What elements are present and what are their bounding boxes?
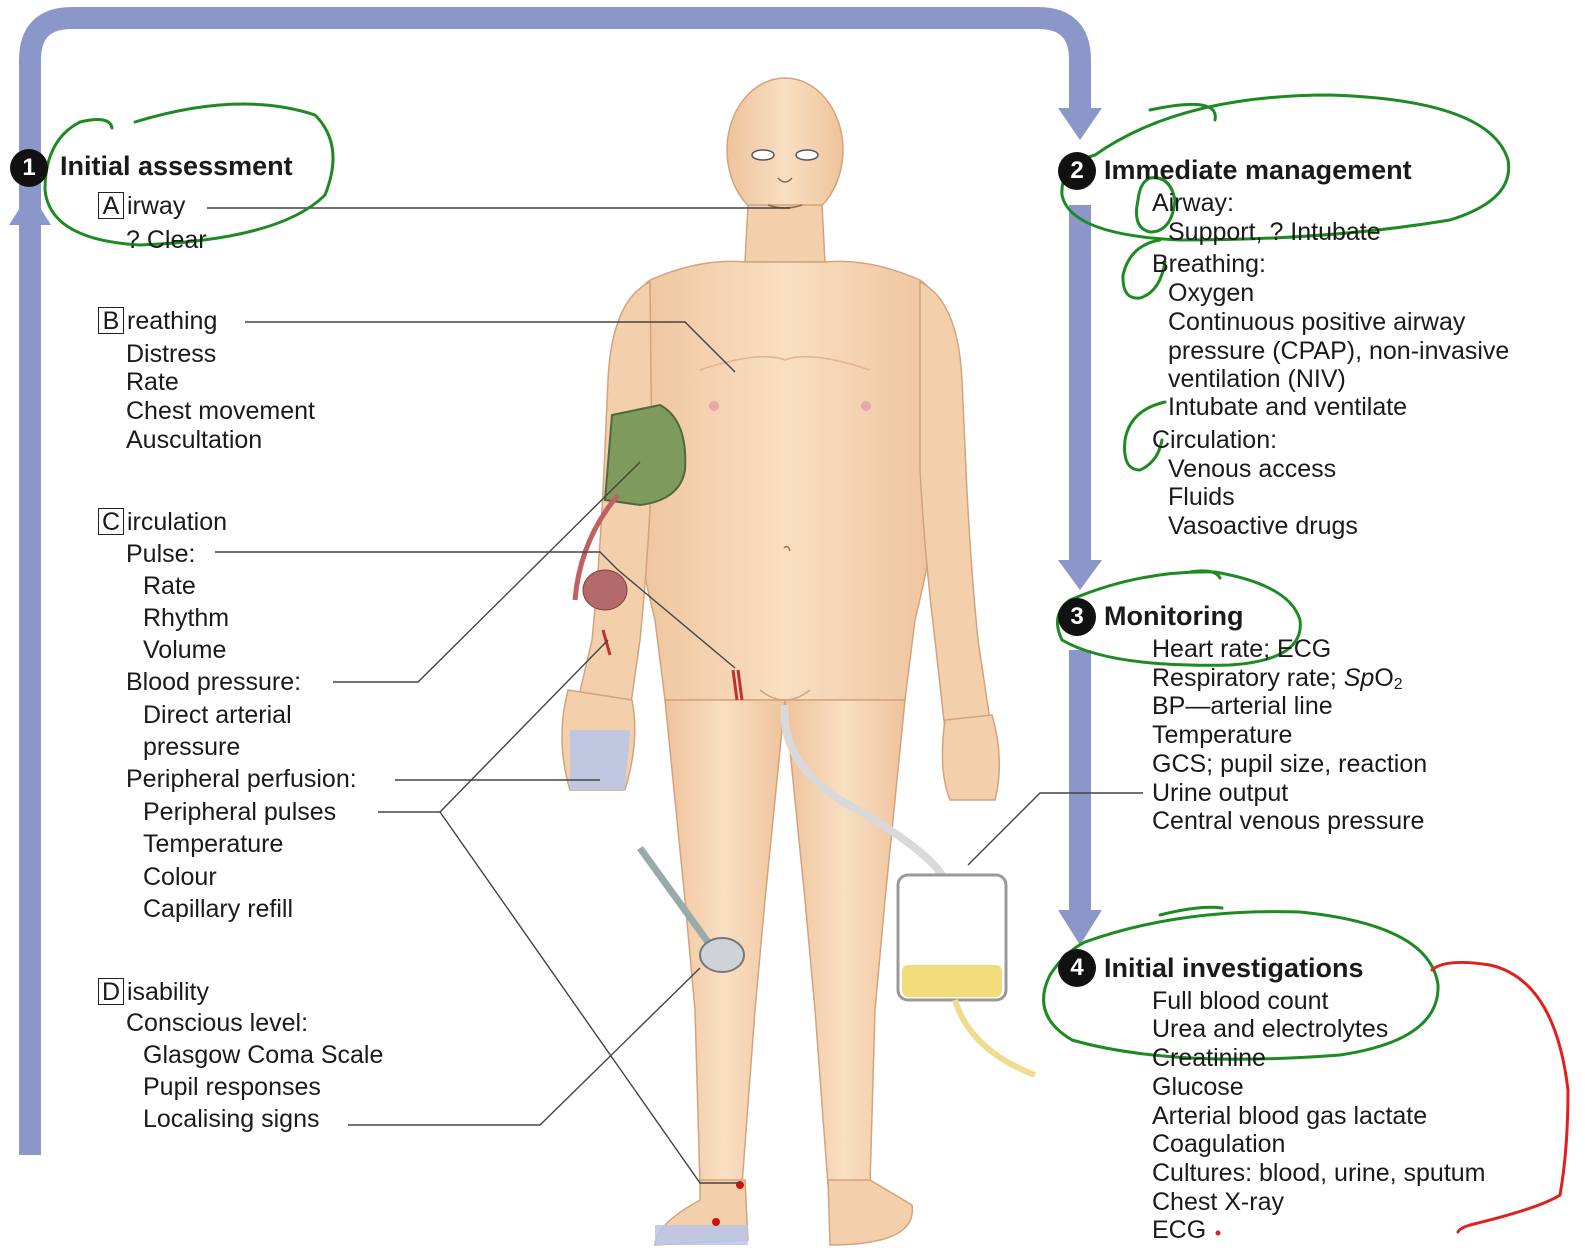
management-breathing-item: pressure (CPAP), non-invasive — [1168, 337, 1509, 366]
arm-right — [920, 282, 990, 730]
flow-2-3 — [1069, 205, 1091, 565]
investigation-item: Creatinine — [1152, 1044, 1266, 1073]
hammer-head — [700, 938, 744, 972]
section-1-title: Initial assessment — [60, 152, 293, 181]
perfusion-item: Temperature — [143, 830, 283, 859]
disability-item: Glasgow Coma Scale — [143, 1041, 383, 1070]
cuff — [605, 405, 685, 505]
disability-item: Localising signs — [143, 1105, 320, 1134]
drain-tube — [955, 1000, 1035, 1075]
investigation-item: ECG — [1152, 1216, 1206, 1245]
airway-letter: A — [98, 192, 124, 219]
airway-heading-rest: irway — [127, 192, 185, 220]
pulse-item: Rate — [143, 572, 196, 601]
management-breathing-item: ventilation (NIV) — [1168, 365, 1346, 394]
red-dot — [1216, 1231, 1221, 1236]
breathing-item: Auscultation — [126, 426, 262, 455]
perfusion-item: Colour — [143, 863, 217, 892]
disability-item: Pupil responses — [143, 1073, 321, 1102]
pulse-item: Rhythm — [143, 604, 229, 633]
perfusion-item: Peripheral pulses — [143, 798, 336, 827]
toes-left — [655, 1225, 748, 1245]
management-breathing-item: Oxygen — [1168, 279, 1254, 308]
spo2-o: O — [1374, 664, 1393, 692]
management-breathing-item: Continuous positive airway — [1168, 308, 1465, 337]
circulation-letter: C — [98, 508, 124, 535]
neck — [745, 205, 825, 262]
monitoring-item: GCS; pupil size, reaction — [1152, 750, 1427, 779]
bulb — [583, 570, 627, 610]
perfusion-label: Peripheral perfusion: — [126, 765, 357, 794]
management-circulation-item: Venous access — [1168, 455, 1336, 484]
perfusion-item: Capillary refill — [143, 895, 293, 924]
eye-left — [752, 150, 774, 160]
investigation-item: Arterial blood gas lactate — [1152, 1102, 1427, 1131]
management-circulation-label: Circulation: — [1152, 426, 1277, 455]
breathing-item: Distress — [126, 340, 216, 369]
monitoring-item: Temperature — [1152, 721, 1292, 750]
management-airway-item: Support, ? Intubate — [1168, 218, 1381, 247]
airway-item: ? Clear — [126, 226, 207, 255]
management-circulation-item: Fluids — [1168, 483, 1235, 512]
management-circulation-item: Vasoactive drugs — [1168, 512, 1358, 541]
breathing-item: Rate — [126, 368, 179, 397]
monitoring-item: BP—arterial line — [1152, 692, 1333, 721]
monitoring-item: Central venous pressure — [1152, 807, 1424, 836]
urine-level — [902, 965, 1002, 997]
foot-right — [828, 1180, 912, 1245]
breathing-item: Chest movement — [126, 397, 315, 426]
monitoring-item: Urine output — [1152, 779, 1288, 808]
fingertips-left — [570, 730, 630, 790]
disability-heading-rest: isability — [127, 978, 209, 1006]
circulation-heading-rest: irculation — [127, 508, 227, 536]
section-1-number: 1 — [10, 149, 48, 187]
red-bracket — [1432, 962, 1568, 1232]
section-3-title: Monitoring — [1104, 602, 1243, 631]
disability-letter: D — [98, 978, 124, 1005]
head — [727, 78, 843, 222]
section-2-number: 2 — [1058, 152, 1096, 190]
section-3-number: 3 — [1058, 598, 1096, 636]
management-breathing-item: Intubate and ventilate — [1168, 393, 1407, 422]
monitoring-item: Heart rate; ECG — [1152, 635, 1331, 664]
spo2-subscript: 2 — [1394, 676, 1403, 693]
eye-right — [796, 150, 818, 160]
hand-right — [942, 715, 999, 800]
investigation-item: Urea and electrolytes — [1152, 1015, 1388, 1044]
nipple-right — [861, 401, 871, 411]
investigation-item: Chest X-ray — [1152, 1188, 1284, 1217]
breathing-letter: B — [98, 307, 124, 334]
section-2-title: Immediate management — [1104, 156, 1412, 185]
respiratory-rate-text: Respiratory rate; — [1152, 664, 1344, 692]
management-airway-label: Airway: — [1152, 189, 1234, 218]
management-breathing-label: Breathing: — [1152, 250, 1266, 279]
flow-3-4 — [1069, 650, 1091, 920]
section-4-number: 4 — [1058, 949, 1096, 987]
human-figure — [562, 78, 999, 1245]
spo2-sp: Sp — [1344, 664, 1375, 692]
blood-pressure-label: Blood pressure: — [126, 668, 301, 697]
investigation-item: Cultures: blood, urine, sputum — [1152, 1159, 1486, 1188]
pulse-label: Pulse: — [126, 540, 195, 569]
investigation-item: Full blood count — [1152, 987, 1329, 1016]
section-4-title: Initial investigations — [1104, 954, 1364, 983]
conscious-level-label: Conscious level: — [126, 1009, 308, 1038]
investigation-item: Glucose — [1152, 1073, 1244, 1102]
breathing-heading-rest: reathing — [127, 307, 217, 335]
nipple-left — [709, 401, 719, 411]
bp-item: Direct arterial — [143, 701, 292, 730]
investigation-item: Coagulation — [1152, 1130, 1285, 1159]
arrow-head-into-2 — [1058, 108, 1102, 140]
pulse-item: Volume — [143, 636, 226, 665]
bp-item: pressure — [143, 733, 240, 762]
arrow-head-into-3 — [1058, 560, 1102, 590]
